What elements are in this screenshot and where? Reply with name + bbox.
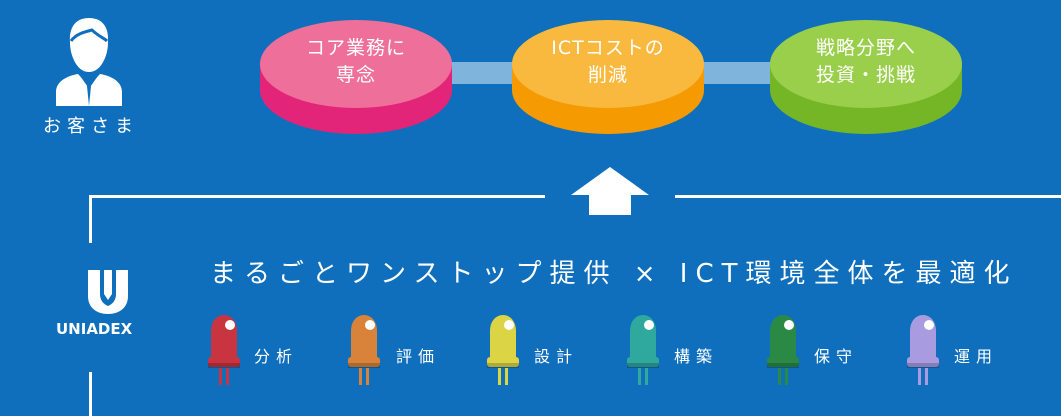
frame-line-left-upper — [89, 195, 92, 243]
led-icon — [348, 315, 380, 385]
benefit-disk-2 — [512, 20, 704, 134]
benefit-label-3: 戦略分野へ投資・挑戦 — [815, 37, 916, 86]
frame-line-left-lower — [89, 372, 92, 416]
customer-label: お客さま — [43, 116, 139, 137]
led-icon — [487, 315, 519, 385]
step-label: 設計 — [534, 347, 579, 366]
led-icon — [767, 315, 799, 385]
connector-bar — [690, 62, 790, 84]
disk-top — [512, 20, 704, 108]
disk-top — [260, 20, 452, 108]
led-icon — [208, 315, 240, 385]
uniadex-logo-text: UNIADEX — [56, 320, 133, 338]
frame-line-top-left — [89, 195, 545, 198]
uniadex-logo-icon — [88, 270, 128, 314]
up-arrow-icon — [571, 167, 649, 215]
benefit-label-1: コア業務に専念 — [305, 37, 406, 86]
person-icon — [56, 18, 122, 106]
benefit-disk-1 — [260, 20, 452, 134]
step-label: 構築 — [674, 347, 719, 366]
benefit-label-2: ICTコストの削減 — [551, 37, 665, 86]
disk-top — [770, 20, 962, 108]
step-label: 評価 — [396, 347, 441, 366]
frame-line-top-right — [675, 195, 1061, 198]
step-label: 保守 — [814, 347, 859, 366]
step-label: 運用 — [954, 347, 999, 366]
benefit-disk-3 — [770, 20, 962, 134]
headline: まるごとワンストップ提供 × ICT環境全体を最適化 — [210, 259, 1018, 289]
step-label: 分析 — [254, 347, 299, 366]
led-icon — [907, 315, 939, 385]
led-icon — [627, 315, 659, 385]
connector-bar — [430, 62, 530, 84]
